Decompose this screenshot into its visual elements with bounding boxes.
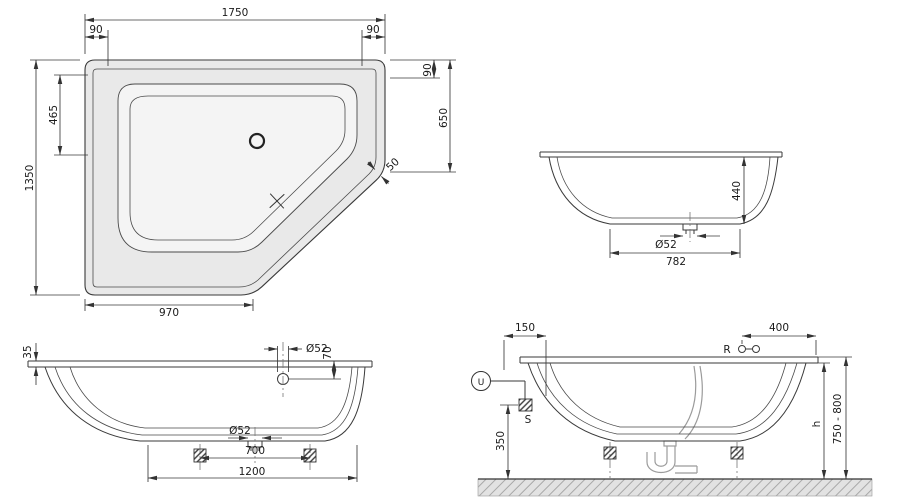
install-foot-left (603, 446, 617, 460)
install-h-label: h (811, 421, 823, 428)
plan-height-label: 1350 (24, 165, 36, 192)
section-outline (539, 151, 783, 234)
side-overflow-offset-label: 70 (322, 346, 334, 359)
plan-rim-left-label: 90 (89, 24, 102, 36)
side-dimension-lines (33, 343, 358, 482)
install-supply-offset-label: 150 (515, 322, 535, 334)
plan-dimension-lines (30, 14, 456, 311)
plan-basin-floor (129, 95, 346, 241)
plan-rim-diagonal-label: 50 (384, 156, 402, 174)
plan-side-right-label: 650 (438, 108, 450, 128)
plan-rim-line (92, 68, 377, 288)
side-overflow-dia-label: Ø52 (306, 343, 328, 355)
supply-connection-label: U (478, 378, 485, 388)
s-fitting (518, 398, 533, 412)
install-height-range-label: 750 - 800 (832, 394, 844, 445)
r-connection-points (738, 345, 760, 353)
side-foot-left (193, 448, 207, 463)
side-outline (27, 360, 373, 451)
side-base-span-label: 1200 (239, 466, 266, 478)
waste-pipe (646, 365, 703, 474)
plan-view: 1750 90 90 90 650 465 1350 970 50 (24, 7, 456, 319)
install-dimension-lines (500, 333, 852, 480)
install-outline (519, 356, 819, 442)
plan-basin-left-label: 465 (48, 105, 60, 125)
install-foot-right (730, 446, 744, 460)
install-connection-height-label: 350 (495, 431, 507, 451)
section-depth-label: 440 (731, 181, 743, 201)
plan-bottom-width-label: 970 (159, 307, 179, 319)
side-feet-span-label: 700 (245, 445, 265, 457)
side-view: 35 Ø52 70 Ø52 700 1200 (22, 342, 373, 482)
plan-drain (248, 132, 266, 150)
install-fitting-offset-label: 400 (769, 322, 789, 334)
side-foot-right (303, 448, 317, 463)
section-drain-dia-label: Ø52 (655, 239, 677, 251)
r-connection-label: R (723, 344, 730, 356)
section-view: 440 Ø52 782 (539, 151, 783, 268)
supply-connection-lines (490, 380, 526, 399)
section-bottom-width-label: 782 (666, 256, 686, 268)
floor-slab-hatch (478, 479, 872, 496)
plan-rim-right-label: 90 (366, 24, 379, 36)
side-rim-height-label: 35 (22, 345, 34, 358)
install-view: U S R (471, 322, 873, 497)
plan-position-cross (269, 193, 285, 209)
plan-basin-outline (117, 83, 358, 253)
plan-width-label: 1750 (222, 7, 249, 19)
plan-rim-right-side-label: 90 (422, 63, 434, 76)
section-dimension-lines (609, 156, 747, 258)
side-drain-dia-label: Ø52 (229, 425, 251, 437)
s-fitting-label: S (525, 414, 532, 426)
